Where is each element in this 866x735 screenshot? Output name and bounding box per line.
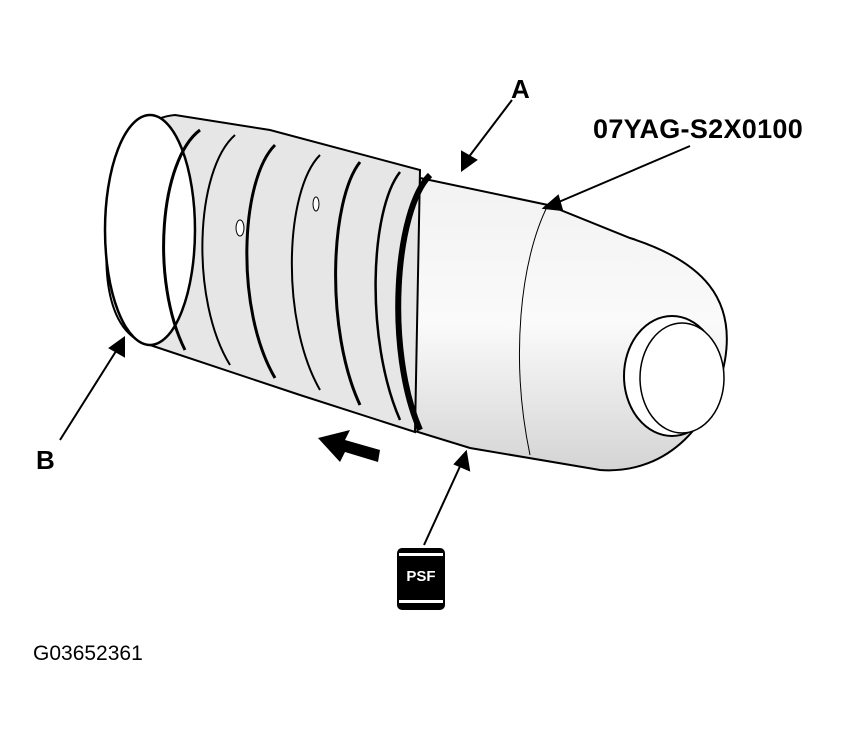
groove-1 xyxy=(162,128,201,351)
seal-ring xyxy=(395,172,433,432)
seal-end-face xyxy=(103,113,197,347)
leader-b xyxy=(59,347,119,441)
seal-hole xyxy=(312,196,320,212)
leader-a xyxy=(467,99,513,159)
leader-lines xyxy=(59,99,691,546)
direction-arrow-icon xyxy=(318,430,380,462)
groove-6 xyxy=(374,171,402,421)
groove-2 xyxy=(201,134,236,366)
leader-a-arrowhead xyxy=(461,150,478,172)
tool-taper-edge xyxy=(519,204,549,456)
callout-a: A xyxy=(511,74,530,104)
fluid-badge-label: PSF xyxy=(406,568,436,585)
tool-number-label: 07YAG-S2X0100 xyxy=(593,114,804,144)
seal-hole xyxy=(235,219,245,237)
leader-tool xyxy=(553,145,691,205)
groove-4 xyxy=(290,154,321,391)
figure-id: G03652361 xyxy=(33,642,143,665)
groove-3 xyxy=(245,143,277,379)
leader-psf-arrowhead xyxy=(453,449,471,472)
callout-b: B xyxy=(36,445,55,475)
leader-psf xyxy=(423,461,463,546)
installer-tool-body xyxy=(403,176,728,472)
seal-assembly xyxy=(103,113,433,434)
tool-nose-bore xyxy=(639,322,725,434)
fluid-container-icon xyxy=(397,548,445,610)
groove-5 xyxy=(334,161,362,406)
leader-b-arrowhead xyxy=(108,336,125,358)
leader-tool-arrowhead xyxy=(541,194,564,212)
